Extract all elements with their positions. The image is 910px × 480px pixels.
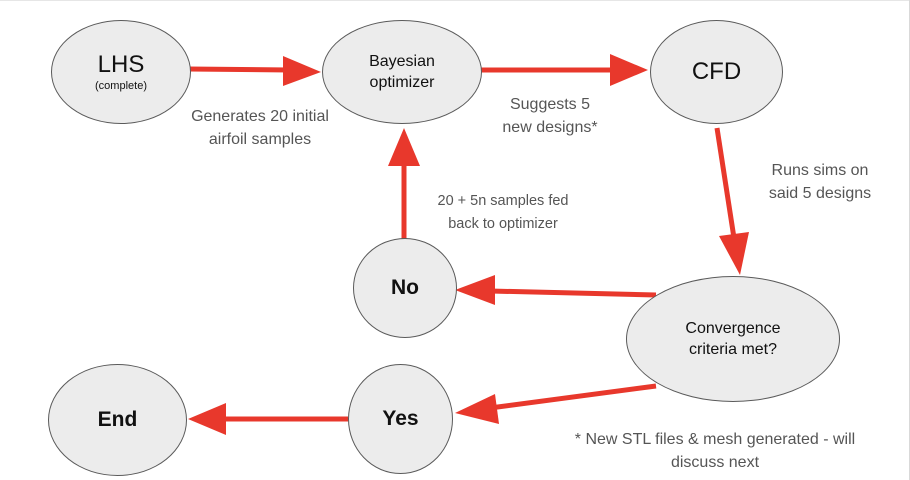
label-runs-sims: Runs sims on said 5 designs: [768, 162, 872, 202]
node-end-title: End: [97, 408, 138, 431]
node-lhs-title: LHS: [97, 51, 145, 78]
arrowhead-convergence: [719, 232, 749, 275]
node-no-title: No: [391, 276, 419, 299]
label-fed-back: 20 + 5n samples fed back to optimizer: [437, 193, 569, 232]
node-lhs: LHS (complete): [51, 20, 191, 124]
arrow-convergence-to-no: [489, 288, 657, 298]
node-no: No: [353, 238, 457, 338]
arrowhead-end: [188, 403, 226, 435]
node-bayesian-line2: optimizer: [369, 74, 435, 91]
arrow-lhs-to-bayesian: [187, 66, 291, 73]
node-convergence-line1: Convergence: [685, 320, 781, 337]
arrowhead-bayesian: [283, 56, 321, 86]
node-yes: Yes: [348, 364, 453, 474]
node-cfd: CFD: [650, 20, 783, 124]
label-suggests-designs: Suggests 5 new designs*: [502, 96, 598, 136]
arrowhead-bayesian-up: [388, 128, 420, 166]
node-bayesian-optimizer: Bayesian optimizer: [322, 20, 482, 124]
node-yes-title: Yes: [382, 407, 419, 430]
label-generates-samples: Generates 20 initial airfoil samples: [191, 108, 329, 148]
node-convergence-line2: criteria met?: [688, 341, 778, 358]
node-cfd-title: CFD: [691, 58, 742, 85]
arrowhead-no: [455, 275, 495, 305]
arrowhead-yes: [455, 394, 499, 424]
frame-border-top: [0, 0, 910, 1]
node-convergence: Convergence criteria met?: [626, 276, 840, 402]
node-lhs-subtitle: (complete): [95, 80, 147, 92]
arrow-convergence-to-yes: [489, 383, 657, 411]
arrow-cfd-to-convergence: [714, 127, 737, 239]
label-footnote: * New STL files & mesh generated - will …: [574, 431, 856, 471]
node-end: End: [48, 364, 187, 476]
node-bayesian-line1: Bayesian: [369, 53, 435, 70]
arrowhead-cfd: [610, 54, 648, 86]
